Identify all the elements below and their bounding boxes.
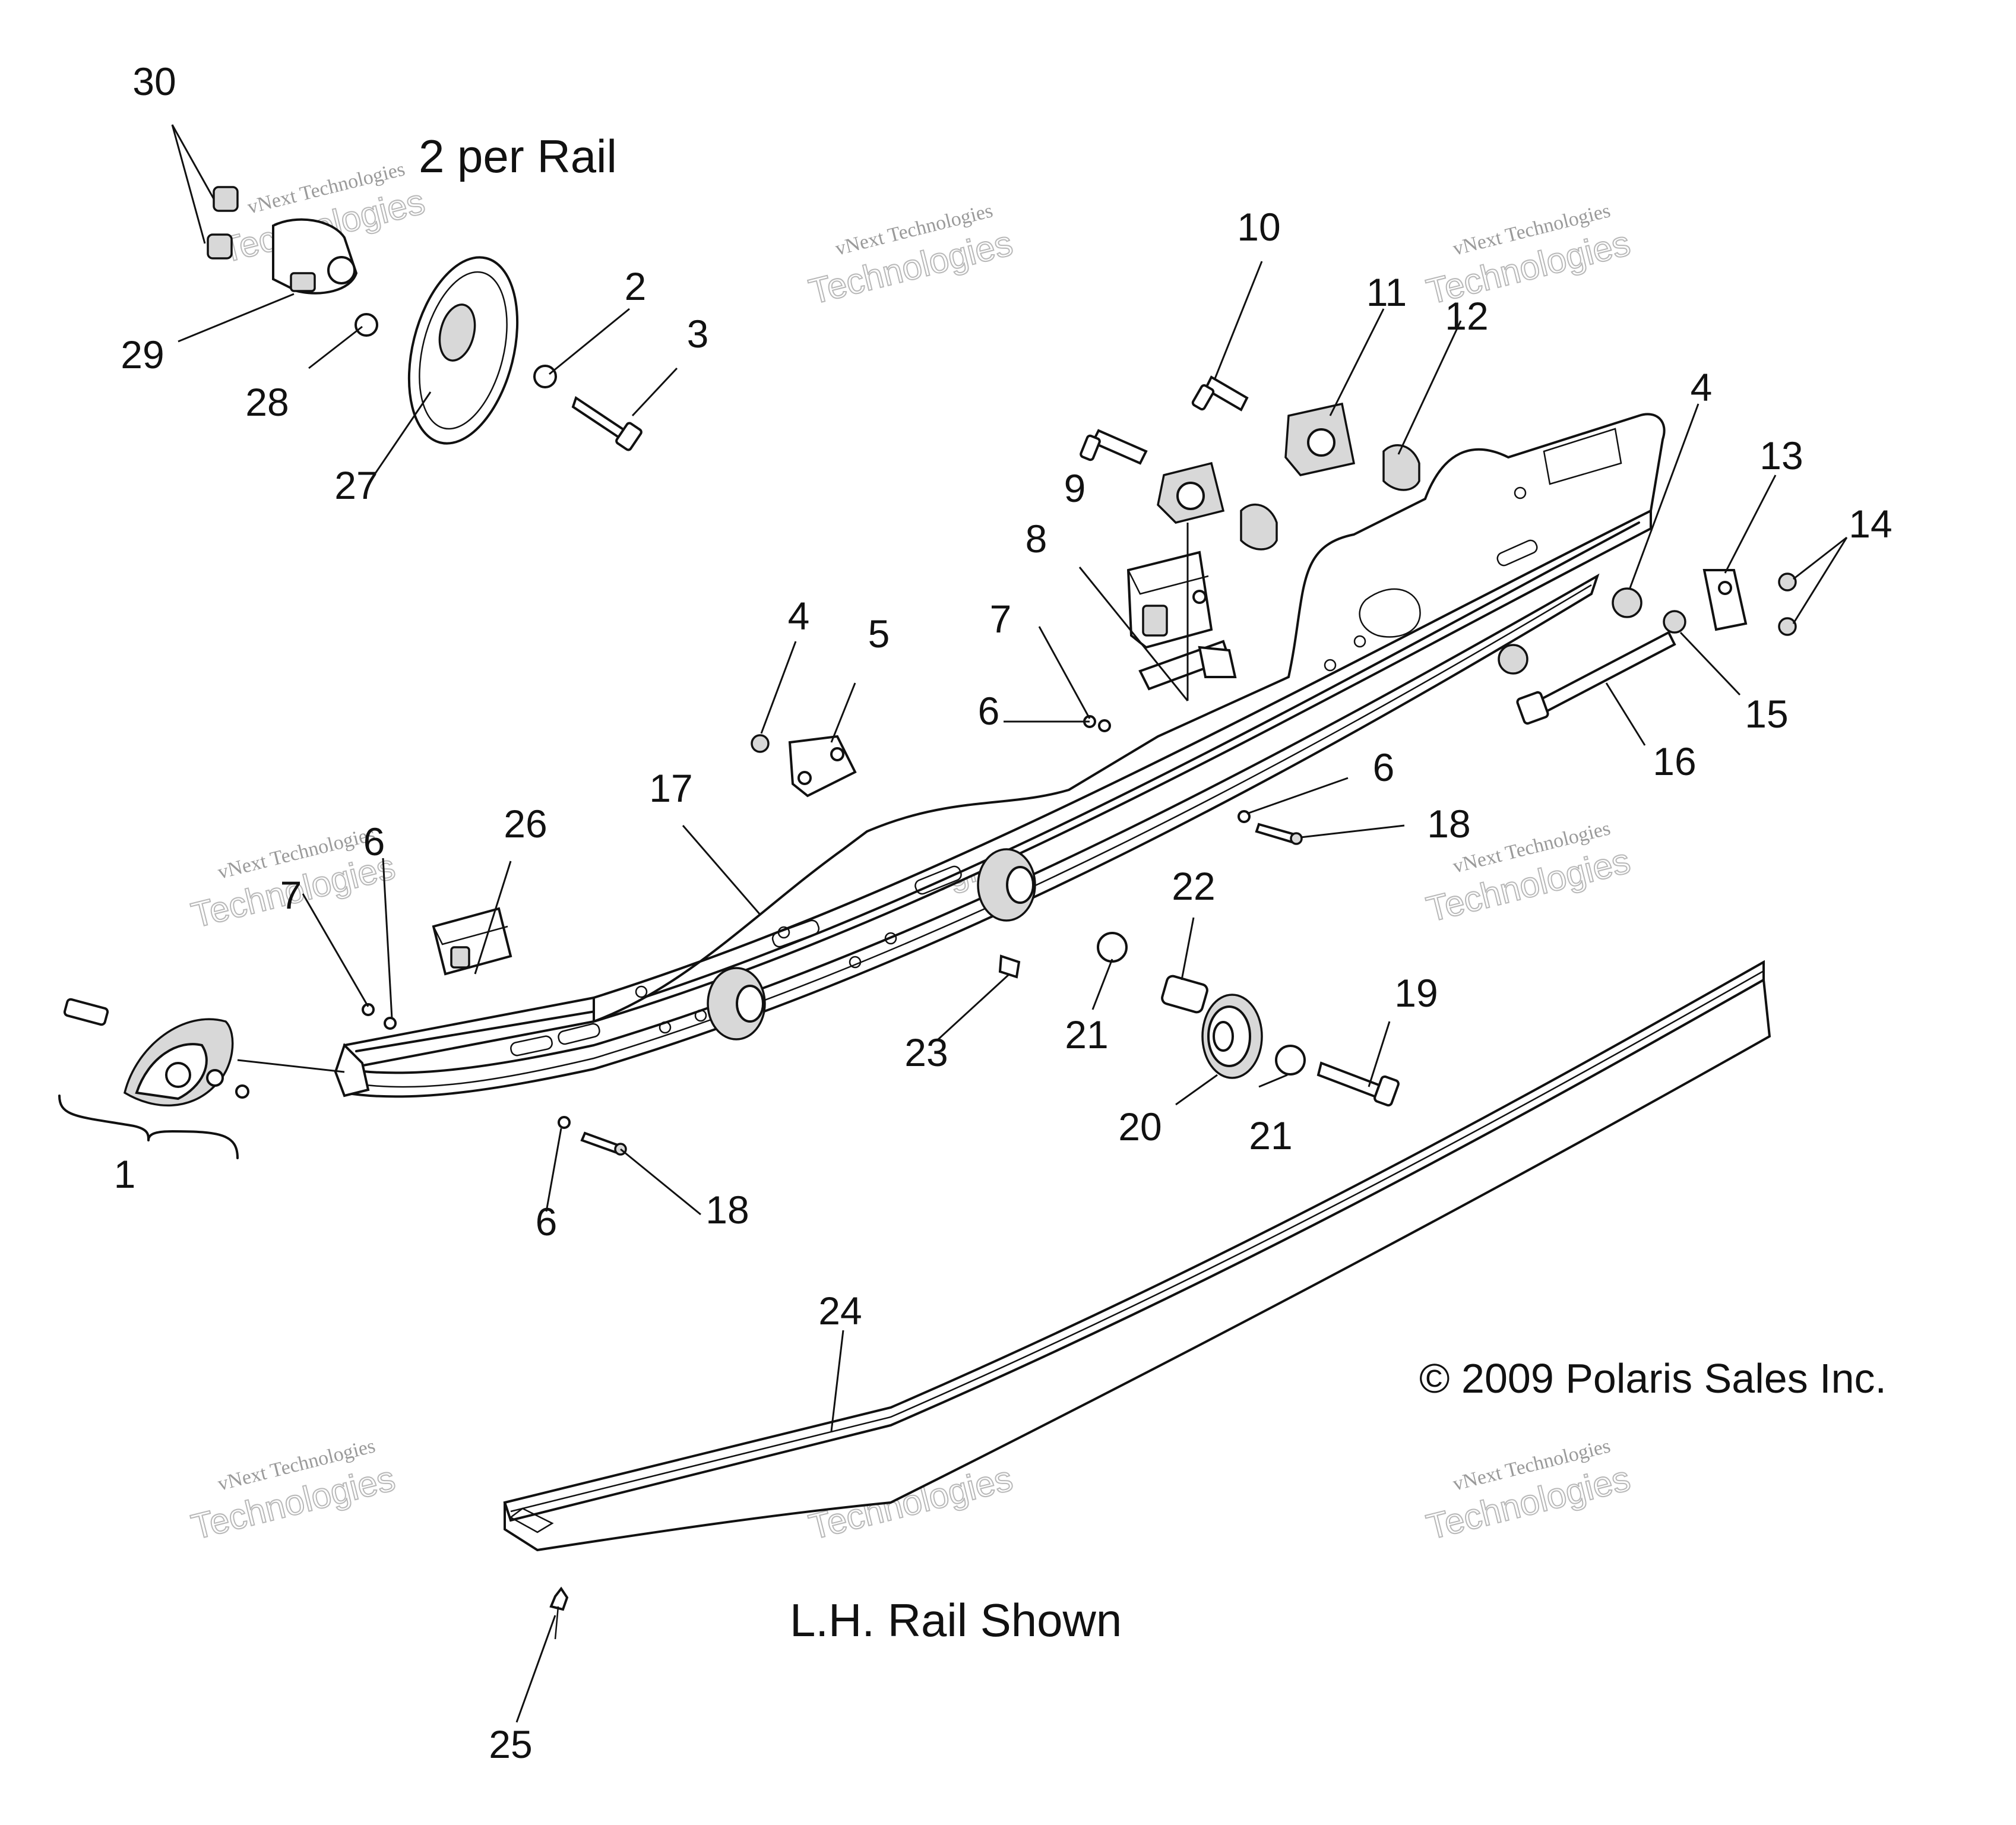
callout: 18 <box>705 1188 749 1232</box>
leader-lines <box>171 124 1848 1723</box>
callout: 13 <box>1759 434 1803 477</box>
callout: 19 <box>1394 971 1438 1015</box>
callout: 30 <box>132 59 176 103</box>
rear-hardware <box>1192 569 1797 725</box>
slide-rail <box>334 413 1666 1098</box>
watermark: Technologies vNext Technologies <box>805 200 1017 312</box>
per-rail-note: 2 per Rail <box>419 130 617 182</box>
callout: 15 <box>1745 692 1788 736</box>
idler-wheel <box>207 186 643 451</box>
callout: 9 <box>1064 466 1086 510</box>
callouts: 30 29 28 27 2 3 10 11 12 4 13 14 15 16 9… <box>114 59 1892 1766</box>
callout: 18 <box>1427 802 1470 846</box>
callout: 7 <box>280 873 302 917</box>
callout: 22 <box>1172 864 1215 908</box>
callout: 4 <box>788 594 810 638</box>
callout: 29 <box>121 333 164 377</box>
view-note: L.H. Rail Shown <box>790 1594 1122 1646</box>
callout: 6 <box>536 1200 558 1244</box>
wear-strip <box>503 960 1771 1640</box>
callout: 10 <box>1237 205 1280 249</box>
callout: 26 <box>504 802 547 846</box>
callout: 6 <box>1373 745 1395 789</box>
callout: 6 <box>363 820 385 864</box>
callout: 24 <box>818 1289 862 1333</box>
callout: 4 <box>1691 365 1713 409</box>
callout: 14 <box>1849 502 1892 546</box>
callout: 21 <box>1249 1114 1292 1157</box>
callout: 20 <box>1118 1105 1162 1149</box>
watermark: Technologies vNext Technologies <box>187 1435 400 1548</box>
callout: 25 <box>489 1722 532 1766</box>
callout: 6 <box>978 689 1000 733</box>
callout: 23 <box>904 1030 948 1074</box>
spacer-blocks <box>1080 375 1420 691</box>
callout: 12 <box>1445 294 1488 338</box>
callout: 16 <box>1653 739 1696 783</box>
callout: 21 <box>1065 1013 1108 1057</box>
copyright-note: © 2009 Polaris Sales Inc. <box>1419 1355 1887 1402</box>
watermark: Technologies vNext Technologies <box>1422 1435 1635 1548</box>
front-bumper <box>58 998 345 1159</box>
callout: 11 <box>1366 270 1407 314</box>
axle-wheels <box>707 848 1400 1107</box>
callout: 27 <box>334 463 378 507</box>
callout: 8 <box>1026 517 1047 561</box>
callout: 5 <box>868 612 890 656</box>
callout: 1 <box>114 1152 136 1196</box>
callout: 3 <box>687 312 709 356</box>
callout: 7 <box>990 597 1012 641</box>
callout: 2 <box>625 264 647 308</box>
callout: 17 <box>649 766 692 810</box>
callout: 28 <box>245 380 289 424</box>
